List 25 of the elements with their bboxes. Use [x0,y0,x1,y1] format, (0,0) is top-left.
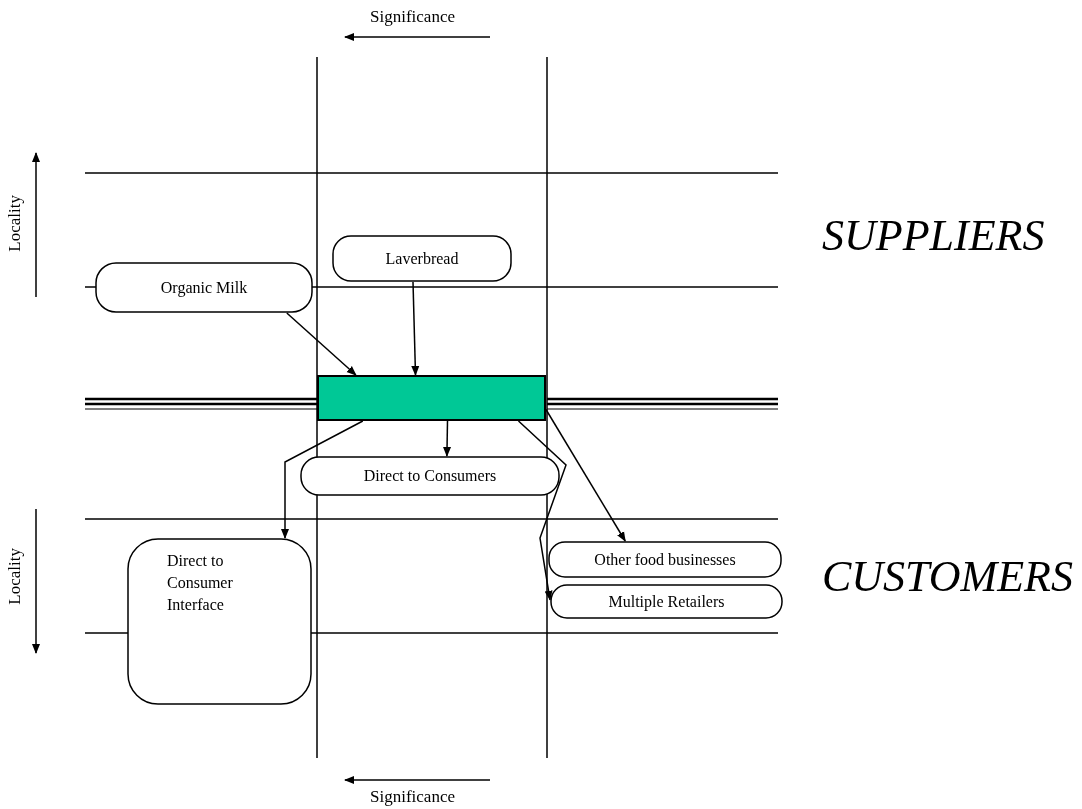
filled-box [317,375,546,421]
arrow [411,281,420,376]
rounded-box [332,235,512,282]
arrow [443,420,452,457]
axis-label: Locality [6,195,25,252]
arrow [281,420,364,539]
axis-label: Locality [6,548,25,605]
rounded-box [300,456,560,496]
axis-label: Significance [370,8,455,27]
node-label: Organic Milk [159,277,249,298]
node-label: Direct to Consumer Interface [167,551,234,615]
rounded-box [95,262,313,313]
node-label: Multiple Retailers [607,591,726,612]
rounded-box [550,584,783,619]
rounded-box [548,541,782,578]
rounded-box [127,538,312,705]
node-label: Direct to Consumers [362,466,498,486]
axis-label: Significance [370,788,455,807]
node-label: Laverbread [384,248,460,269]
arrow [517,420,567,601]
section-title: CUSTOMERS [822,553,1073,602]
section-title: SUPPLIERS [822,212,1045,261]
arrow [545,408,626,542]
node-label: Other food businesses [593,549,737,570]
arrow [286,312,357,376]
